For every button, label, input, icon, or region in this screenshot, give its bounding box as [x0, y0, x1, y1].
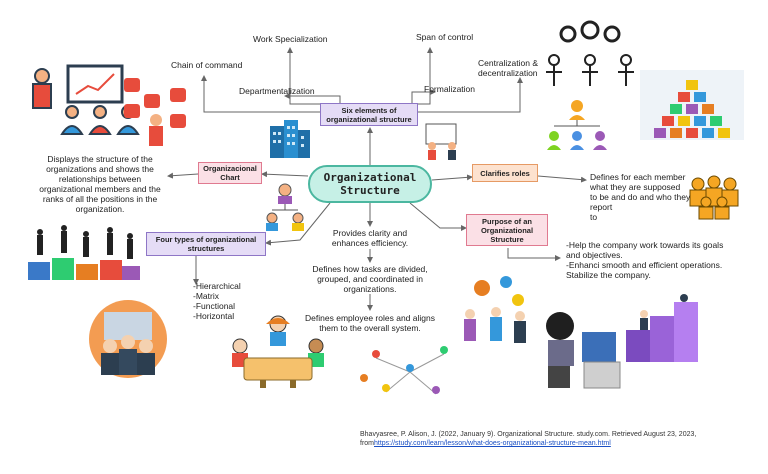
purpose-desc-line: and objectives. — [566, 250, 623, 260]
roles-line1: Defines employee roles and aligns — [305, 313, 435, 323]
tasks-text: Defines how tasks are divided, grouped, … — [302, 264, 438, 294]
org-chart-desc-line: relationships between — [58, 174, 142, 184]
purpose-line3: Structure — [490, 234, 524, 244]
meeting-table-illustration — [232, 315, 324, 388]
desk-worker-illustration — [546, 312, 621, 389]
formalization-label: Formalization — [424, 84, 476, 94]
purpose-box: Purpose of an Organizational Structure — [466, 214, 548, 246]
org-chart-desc-line: organization. — [75, 204, 125, 214]
clarifies-desc-line: to be and do and who they report — [590, 192, 691, 212]
central-title-line1: Organizational — [323, 171, 417, 184]
meeting-icon — [425, 123, 457, 160]
citation-from: from — [360, 440, 374, 447]
roles-line2: them to the overall system. — [319, 323, 421, 333]
central-topic: Organizational Structure — [308, 165, 432, 203]
org-chart-box: Organizacional Chart — [198, 162, 262, 184]
org-chart-description: Displays the structure of the organizati… — [34, 154, 166, 214]
clarifies-roles-box: Clarifies roles — [472, 164, 538, 182]
citation-link[interactable]: https://study.com/learn/lesson/what-does… — [374, 440, 611, 447]
structure-type-item: -Matrix — [193, 291, 219, 301]
six-elements-box: Six elements of organizational structure — [320, 103, 418, 126]
org-chart-desc-line: organizational members and the — [39, 184, 161, 194]
small-org-chart-icon — [266, 183, 304, 231]
centralization-line2: decentralization — [478, 68, 538, 78]
business-team-illustration — [89, 300, 167, 378]
clarity-line2: enhances efficiency. — [331, 238, 409, 248]
team-gears-illustration — [546, 20, 634, 86]
centralization-line1: Centralization & — [478, 58, 539, 68]
purpose-line2: Organizational — [480, 225, 534, 235]
org-chart-desc-line: Displays the structure of the — [47, 154, 153, 164]
centralization-label: Centralization & decentralization — [478, 58, 538, 78]
four-types-box: Four types of organizational structures — [146, 232, 266, 256]
clarifies-desc-line: to — [590, 212, 598, 222]
presentation-illustration — [32, 64, 140, 135]
citation: Bhavyasree, P. Alison, J. (2022, January… — [360, 430, 760, 448]
chain-of-command-label: Chain of command — [171, 60, 243, 70]
pyramid-blocks-image — [640, 70, 744, 140]
clarifies-roles-description: Defines for each member what they are su… — [590, 172, 702, 222]
tasks-line1: Defines how tasks are divided, — [312, 264, 428, 274]
team-people-icon — [689, 175, 739, 220]
building-icon — [270, 120, 310, 158]
structure-type-item: -Horizontal — [193, 311, 235, 321]
six-elements-line1: Six elements of — [341, 105, 397, 115]
tasks-line3: organizations. — [343, 284, 397, 294]
four-types-line1: Four types of organizational — [155, 235, 257, 244]
clarity-text: Provides clarity and enhances efficiency… — [320, 228, 420, 248]
work-specialization-label: Work Specialization — [253, 34, 328, 44]
citation-line2: fromhttps://study.com/learn/lesson/what-… — [360, 439, 760, 448]
clarifies-desc-line: Defines for each member — [590, 172, 686, 182]
collaboration-illustration — [464, 276, 526, 343]
purpose-line1: Purpose of an — [481, 216, 532, 226]
purpose-desc-line: -Enhanci smooth and efficient operations… — [566, 260, 723, 270]
structure-type-item: -Functional — [193, 301, 236, 311]
central-title-line2: Structure — [340, 184, 400, 197]
org-chart-line1: Organizacional — [203, 164, 257, 173]
org-chart-desc-line: organizations and shows the — [46, 164, 154, 174]
purpose-desc-line: -Help the company work towards its goals — [566, 240, 724, 250]
clarity-line1: Provides clarity and — [332, 228, 408, 238]
span-of-control-label: Span of control — [416, 32, 474, 42]
purpose-desc-line: Stabilize the company. — [566, 270, 651, 280]
checklist-illustration — [124, 78, 186, 146]
tasks-line2: grouped, and coordinated in — [317, 274, 423, 284]
people-network-illustration — [360, 346, 448, 395]
puzzle-people-illustration — [28, 225, 140, 280]
four-types-line2: structures — [187, 244, 225, 253]
structure-type-item: -Hierarchical — [193, 281, 241, 291]
org-chart-desc-line: ranks of all the positions in the — [42, 194, 158, 204]
roles-text: Defines employee roles and aligns them t… — [302, 313, 438, 333]
clarifies-desc-line: what they are supposed — [590, 182, 681, 192]
org-chart-line2: Chart — [220, 173, 240, 182]
purpose-description: -Help the company work towards its goals… — [566, 240, 746, 280]
six-elements-line2: organizational structure — [326, 114, 412, 124]
citation-line1: Bhavyasree, P. Alison, J. (2022, January… — [360, 431, 697, 438]
departmentalization-label: Departmentalization — [239, 86, 315, 96]
growth-blocks-illustration — [626, 294, 698, 362]
four-types-list: -Hierarchical -Matrix -Functional -Horiz… — [193, 281, 241, 321]
hierarchy-icon — [547, 100, 607, 150]
